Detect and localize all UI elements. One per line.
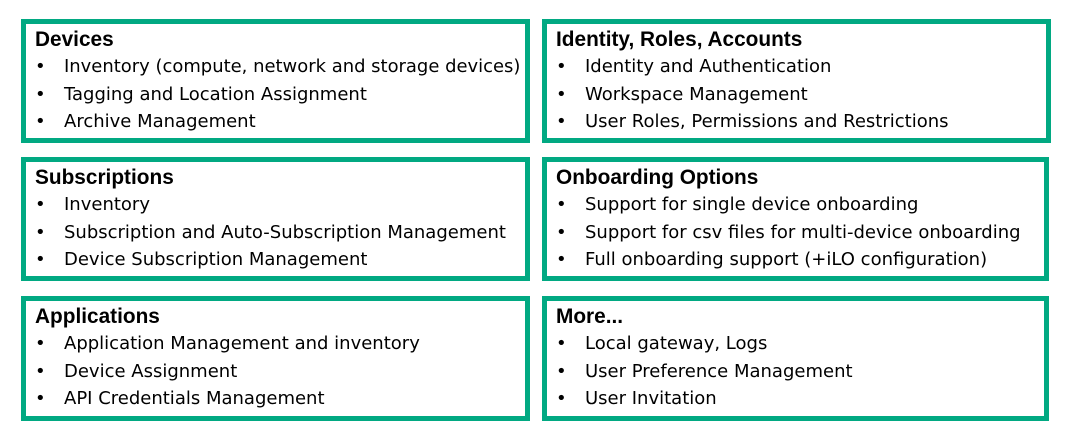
list-item: • Workspace Management	[556, 81, 1046, 109]
card-identity-roles-accounts: Identity, Roles, Accounts • Identity and …	[542, 19, 1051, 143]
list-item: • Support for single device onboarding	[556, 191, 1044, 219]
list-item: • Local gateway, Logs	[556, 330, 1044, 358]
list-item-text: Subscription and Auto-Subscription Manag…	[64, 221, 506, 243]
bullet-icon: •	[556, 360, 567, 382]
bullet-icon: •	[35, 333, 46, 354]
list-item: • User Roles, Permissions and Restriction…	[556, 108, 1046, 136]
list-item-text: Inventory (compute, network and storage …	[64, 56, 521, 77]
list-item-text: Tagging and Location Assignment	[64, 83, 367, 105]
list-item: • Tagging and Location Assignment	[35, 81, 525, 109]
list-item: • Inventory	[35, 191, 525, 219]
bullet-icon: •	[35, 360, 46, 382]
card-title: Devices	[35, 28, 114, 51]
card-applications: Applications • Application Management and…	[21, 296, 530, 421]
card-list: • Identity and Authentication • Workspace …	[556, 53, 1046, 136]
bullet-icon: •	[556, 111, 567, 132]
bullet-icon: •	[35, 111, 46, 132]
list-item-text: Identity and Authentication	[585, 56, 832, 77]
list-item: • Device Subscription Management	[35, 246, 525, 274]
list-item-text: Archive Management	[64, 111, 256, 132]
list-item-text: Local gateway, Logs	[585, 333, 768, 354]
list-item: • Application Management and inventory	[35, 330, 525, 358]
card-list: • Support for single device onboarding • S…	[556, 191, 1044, 274]
bullet-icon: •	[556, 388, 567, 409]
list-item-text: User Preference Management	[585, 360, 853, 382]
list-item: • User Preference Management	[556, 358, 1044, 386]
list-item: • Subscription and Auto-Subscription Mana…	[35, 219, 525, 247]
card-list: • Inventory (compute, network and storage…	[35, 53, 525, 136]
bullet-icon: •	[556, 83, 567, 105]
bullet-icon: •	[556, 194, 567, 215]
card-subscriptions: Subscriptions • Inventory • Subscription a…	[21, 157, 530, 281]
bullet-icon: •	[35, 194, 46, 215]
card-title: Subscriptions	[35, 166, 174, 189]
list-item-text: User Roles, Permissions and Restrictions	[585, 111, 949, 132]
bullet-icon: •	[556, 249, 567, 270]
card-list: • Inventory • Subscription and Auto-Subscr…	[35, 191, 525, 274]
list-item: • Support for csv files for multi-device …	[556, 219, 1044, 247]
list-item: • Full onboarding support (+iLO configura…	[556, 246, 1044, 274]
list-item-text: Support for single device onboarding	[585, 194, 919, 215]
bullet-icon: •	[35, 249, 46, 270]
card-title: Onboarding Options	[556, 166, 759, 189]
list-item-text: Full onboarding support (+iLO configurat…	[585, 249, 988, 270]
bullet-icon: •	[35, 56, 46, 77]
bullet-icon: •	[35, 221, 46, 243]
bullet-icon: •	[35, 388, 46, 409]
list-item-text: Inventory	[64, 194, 150, 215]
list-item: • Device Assignment	[35, 358, 525, 386]
list-item-text: Workspace Management	[585, 83, 808, 105]
bullet-icon: •	[556, 333, 567, 354]
card-title: Applications	[35, 305, 160, 328]
list-item-text: Support for csv files for multi-device o…	[585, 221, 1021, 243]
list-item: • Archive Management	[35, 108, 525, 136]
bullet-icon: •	[35, 83, 46, 105]
card-onboarding-options: Onboarding Options • Support for single d…	[542, 157, 1049, 281]
list-item-text: API Credentials Management	[64, 388, 325, 409]
bullet-icon: •	[556, 221, 567, 243]
card-more: More... • Local gateway, Logs • User Prefe…	[542, 296, 1049, 421]
list-item-text: Application Management and inventory	[64, 333, 420, 354]
card-title: Identity, Roles, Accounts	[556, 28, 803, 51]
list-item: • Identity and Authentication	[556, 53, 1046, 81]
list-item-text: Device Assignment	[64, 360, 238, 382]
list-item: • User Invitation	[556, 385, 1044, 413]
card-title: More...	[556, 305, 624, 328]
card-list: • Application Management and inventory • D…	[35, 330, 525, 413]
list-item-text: Device Subscription Management	[64, 249, 368, 270]
card-list: • Local gateway, Logs • User Preference Ma…	[556, 330, 1044, 413]
bullet-icon: •	[556, 56, 567, 77]
list-item-text: User Invitation	[585, 388, 717, 409]
card-devices: Devices • Inventory (compute, network and…	[21, 19, 530, 143]
list-item: • API Credentials Management	[35, 385, 525, 413]
list-item: • Inventory (compute, network and storage…	[35, 53, 525, 81]
